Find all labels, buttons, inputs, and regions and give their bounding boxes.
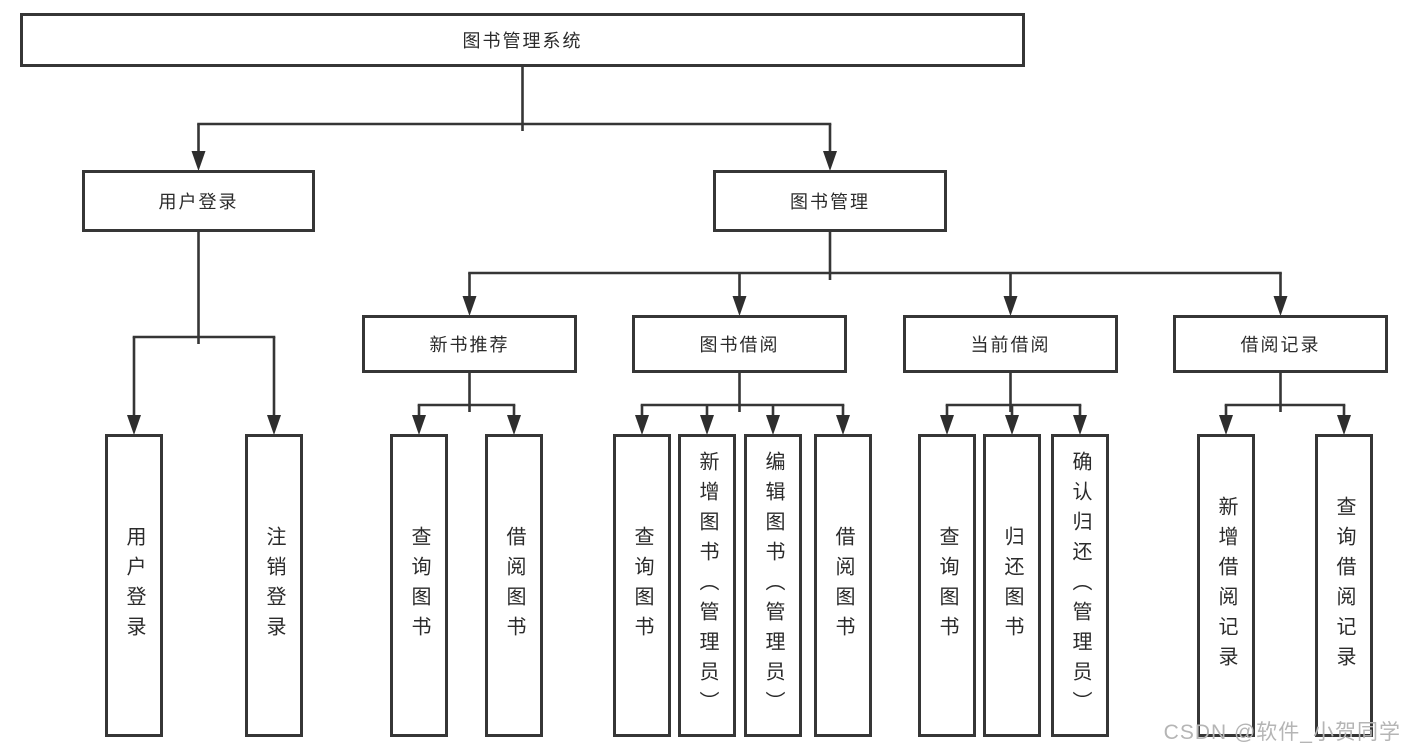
- node-label: 当前借阅: [970, 335, 1051, 355]
- watermark: CSDN @软件_小贺同学: [1163, 721, 1401, 744]
- node-book-management: 图书管理: [713, 170, 947, 232]
- node-leaf-user-login: 用户登录: [105, 434, 163, 737]
- node-bb-borrow-books: 借阅图书: [814, 434, 872, 737]
- node-borrowing-records: 借阅记录: [1173, 315, 1388, 373]
- node-br-add-record: 新增借阅记录: [1197, 434, 1255, 737]
- node-leaf-logout: 注销登录: [245, 434, 303, 737]
- node-label: 确认归还（管理员）: [1069, 450, 1091, 721]
- node-bb-query-books: 查询图书: [613, 434, 671, 737]
- node-book-borrowing: 图书借阅: [632, 315, 847, 373]
- node-label: 归还图书: [1001, 525, 1023, 646]
- node-label: 查询图书: [408, 525, 430, 646]
- node-bb-edit-books-admin: 编辑图书（管理员）: [744, 434, 802, 737]
- node-label: 用户登录: [123, 525, 145, 646]
- node-book-management-system: 图书管理系统: [20, 13, 1025, 67]
- node-label: 图书借阅: [699, 335, 780, 355]
- node-label: 借阅图书: [832, 525, 854, 646]
- node-label: 借阅记录: [1240, 335, 1321, 355]
- node-br-query-record: 查询借阅记录: [1315, 434, 1373, 737]
- node-label: 图书管理: [790, 192, 870, 212]
- node-label: 新增图书（管理员）: [696, 450, 718, 721]
- node-new-book-recommendation: 新书推荐: [362, 315, 577, 373]
- node-label: 借阅图书: [503, 525, 525, 646]
- node-label: 新书推荐: [429, 335, 510, 355]
- node-label: 查询图书: [936, 525, 958, 646]
- node-nb-borrow-books: 借阅图书: [485, 434, 543, 737]
- node-current-borrowing: 当前借阅: [903, 315, 1118, 373]
- node-cb-return-books: 归还图书: [983, 434, 1041, 737]
- node-label: 查询图书: [631, 525, 653, 646]
- node-cb-query-books: 查询图书: [918, 434, 976, 737]
- node-cb-confirm-return-admin: 确认归还（管理员）: [1051, 434, 1109, 737]
- node-label: 新增借阅记录: [1215, 495, 1237, 676]
- node-bb-add-books-admin: 新增图书（管理员）: [678, 434, 736, 737]
- node-user-login: 用户登录: [82, 170, 315, 232]
- node-label: 注销登录: [263, 525, 285, 646]
- node-label: 用户登录: [158, 192, 239, 212]
- node-label: 图书管理系统: [462, 31, 583, 51]
- node-nb-query-books: 查询图书: [390, 434, 448, 737]
- node-label: 查询借阅记录: [1333, 495, 1355, 676]
- arrowheads: [127, 151, 1351, 435]
- node-label: 编辑图书（管理员）: [762, 450, 784, 721]
